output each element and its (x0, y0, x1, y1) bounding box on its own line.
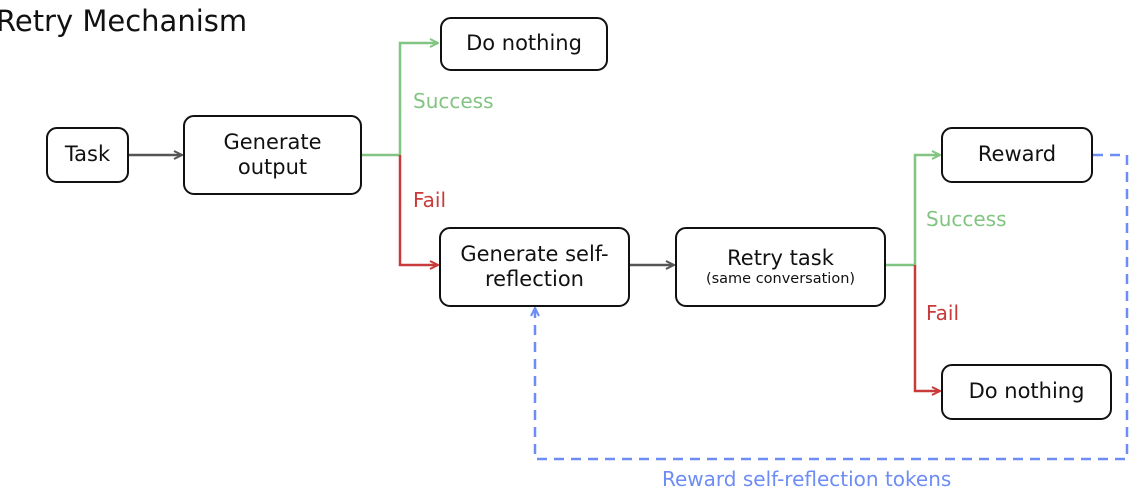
node-do-nothing-top-label: Do nothing (466, 31, 582, 56)
node-generate-self-reflection-label: Generate self-reflection (460, 241, 609, 291)
arrow-success-to-do-nothing-top (398, 43, 438, 155)
edge-label-success-2: Success (926, 207, 1007, 231)
edge-label-fail-1: Fail (413, 188, 447, 212)
arrow-fail-to-do-nothing-bottom (913, 265, 940, 391)
diagram-title: Retry Mechanism (0, 4, 248, 38)
edge-label-fail-2: Fail (926, 301, 960, 325)
node-do-nothing-bottom-label: Do nothing (968, 379, 1085, 404)
node-generate-output: Generate output (183, 115, 362, 195)
node-generate-output-label: Generate output (223, 129, 322, 179)
arrow-success-to-reward (913, 155, 940, 265)
node-reward-label: Reward (977, 142, 1057, 167)
node-retry-task-note: (same conversation) (705, 270, 856, 287)
edge-label-reward-loop: Reward self-reflection tokens (662, 467, 952, 491)
node-generate-self-reflection: Generate self-reflection (439, 227, 630, 307)
node-retry-task: Retry task (same conversation) (675, 227, 886, 307)
node-reward: Reward (941, 127, 1093, 183)
arrow-fail-to-self-reflection (398, 155, 438, 265)
arrow-reward-loop (535, 153, 1129, 461)
node-do-nothing-bottom: Do nothing (941, 364, 1112, 420)
node-task-label: Task (64, 142, 111, 167)
node-task: Task (46, 127, 129, 183)
node-retry-task-label: Retry task (727, 245, 834, 270)
edge-label-success-1: Success (413, 89, 494, 113)
node-do-nothing-top: Do nothing (440, 17, 608, 71)
